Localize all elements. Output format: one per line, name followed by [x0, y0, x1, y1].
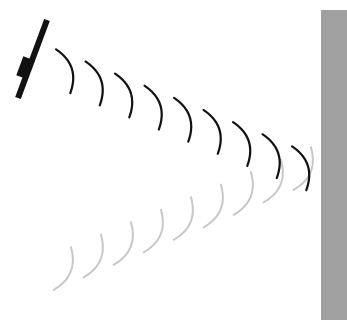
- incident-wave-arc: [145, 83, 168, 130]
- incident-waves: [56, 47, 315, 191]
- incident-wave-arc: [233, 119, 256, 166]
- reflected-wave-arc: [114, 222, 140, 268]
- incident-wave-arc: [86, 59, 109, 106]
- reflected-wave-arc: [54, 247, 80, 293]
- reflected-wave-arc: [264, 160, 290, 206]
- reflected-wave-arc: [204, 185, 230, 231]
- incident-wave-arc: [174, 95, 197, 142]
- incident-wave-arc: [204, 107, 227, 154]
- reflected-wave-arc: [84, 235, 110, 281]
- reflected-wave-arc: [234, 172, 260, 218]
- incident-wave-arc: [56, 47, 79, 94]
- reflected-wave-arc: [144, 210, 170, 256]
- reflected-wave-arc: [174, 197, 200, 243]
- reflecting-wall: [321, 10, 347, 320]
- incident-wave-arc: [115, 71, 138, 118]
- speaker-emitter-icon: [18, 20, 47, 98]
